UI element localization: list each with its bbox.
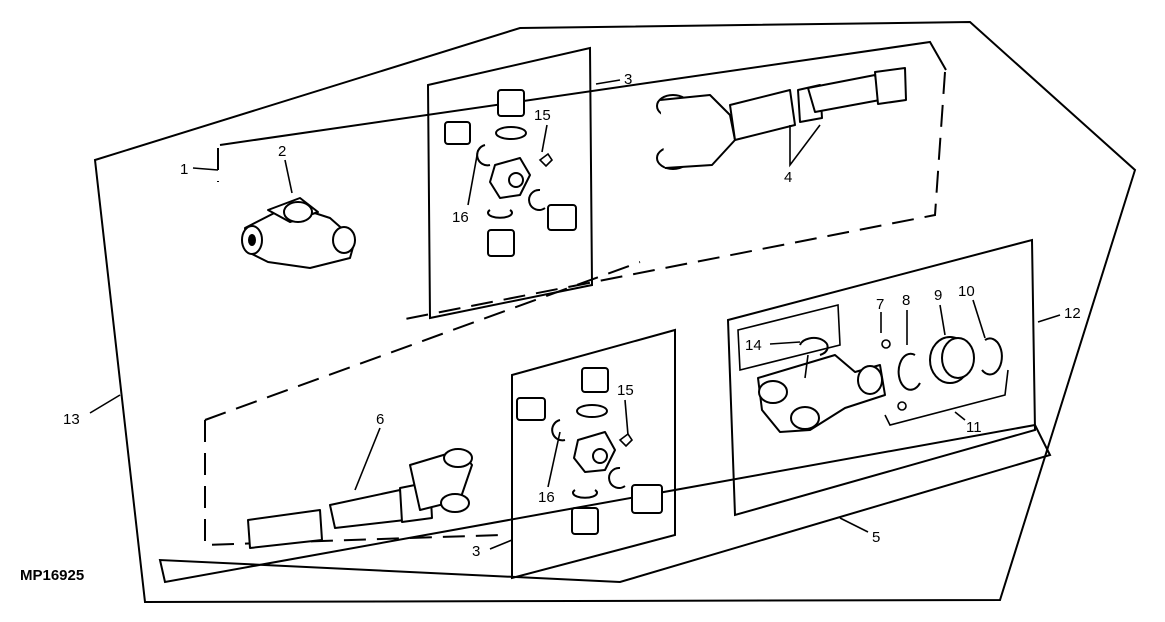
- lower-dashed-top: [204, 261, 641, 421]
- leader-lines: [89, 79, 1061, 550]
- callout-7: 7: [876, 296, 884, 313]
- inner-assembly-top: [219, 40, 947, 146]
- callout-3-upper: 3: [624, 71, 632, 88]
- coupler-kit-parts: [757, 336, 1003, 433]
- callout-6: 6: [376, 411, 384, 428]
- callout-2: 2: [278, 143, 286, 160]
- cross-kit-panel-upper: [426, 46, 594, 320]
- assembly-outline: [93, 20, 1137, 604]
- coupler-kit-panel: [726, 238, 1037, 517]
- callout-10: 10: [958, 283, 975, 300]
- callout-13: 13: [63, 411, 80, 428]
- callout-11: 11: [966, 419, 982, 436]
- callout-14: 14: [745, 337, 762, 354]
- cross-kit-panel-lower: [511, 328, 676, 580]
- callout-3-lower: 3: [472, 543, 480, 560]
- callout-5: 5: [872, 529, 880, 546]
- callout-8: 8: [902, 292, 910, 309]
- callout-1: 1: [180, 161, 188, 178]
- callout-9: 9: [934, 287, 942, 304]
- callout-15-upper: 15: [534, 107, 551, 124]
- callouts: 1 2 3 15 16 4 13 6 15 16 3 14 7 8 9 10 1…: [63, 71, 1081, 560]
- figure-id: MP16925: [20, 567, 84, 584]
- callout-15-lower: 15: [617, 382, 634, 399]
- callout-16-upper: 16: [452, 209, 469, 226]
- upper-yoke-shaft-part: [656, 67, 907, 170]
- callout-16-lower: 16: [538, 489, 555, 506]
- upper-cross-kit-parts: [444, 89, 577, 257]
- lower-cross-kit-parts: [516, 367, 663, 535]
- callout-4: 4: [784, 169, 792, 186]
- snap-ring-inset: [737, 303, 841, 372]
- lower-yoke-shaft-part: [247, 448, 473, 549]
- callout-12: 12: [1064, 305, 1081, 322]
- lower-dashed-group: [204, 420, 501, 547]
- coupler-yoke-part: [241, 197, 356, 269]
- inner-assembly-outline: [158, 423, 1052, 584]
